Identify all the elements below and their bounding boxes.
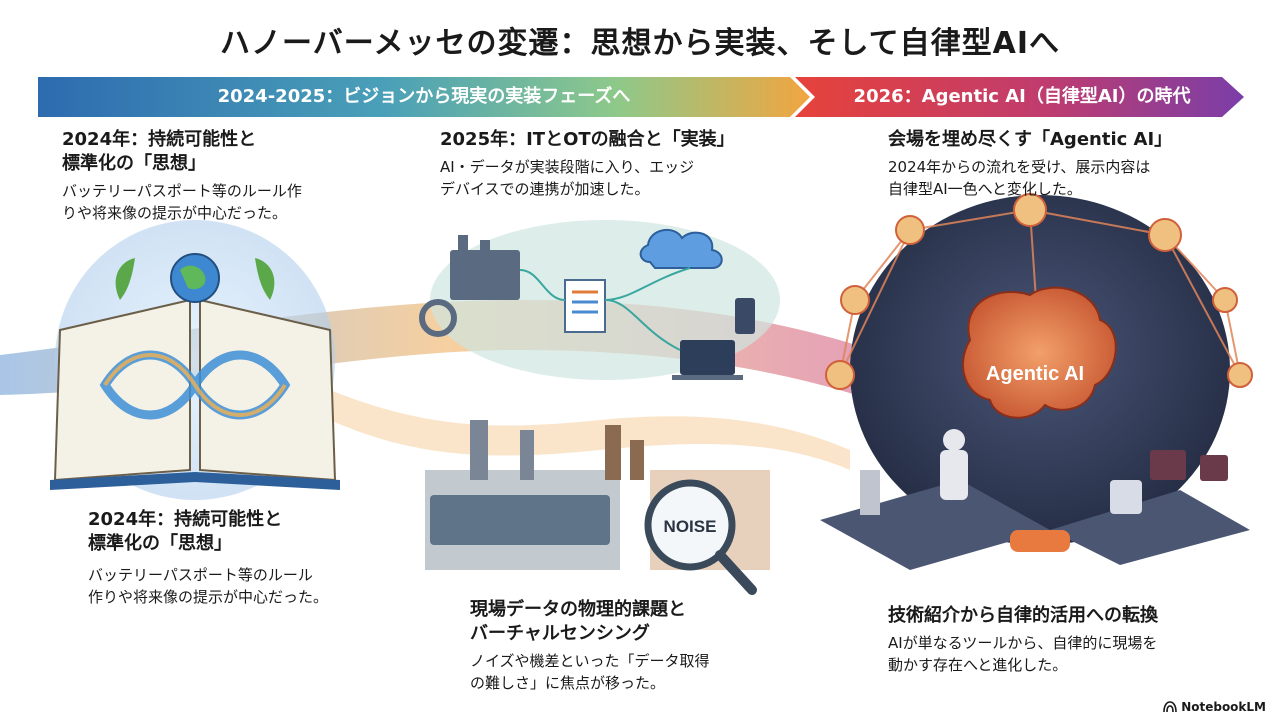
leaf-icon [255, 258, 275, 300]
section-body: 作りや将来像の提示が中心だった。 [88, 588, 329, 606]
section-heading: 2025年：ITとOTの融合と「実装」 [440, 129, 735, 150]
gear-icon [419, 299, 457, 337]
brain-label: Agentic AI [986, 363, 1084, 385]
section-body: AIが単なるツールから、自律的に現場を [888, 634, 1158, 652]
factory-noise-illustration [425, 420, 770, 595]
timeline-banner-graphics [38, 77, 1244, 117]
it-ot-illustration [419, 220, 780, 380]
section-2026-top: 会場を埋め尽くす「Agentic AI」 2024年からの流れを受け、展示内容は… [888, 128, 1228, 200]
section-body: の難しさ」に焦点が移った。 [470, 674, 666, 692]
section-body: バッテリーパスポート等のルール作 [62, 182, 302, 200]
flow-ribbon-lower [330, 390, 850, 470]
brain-icon [961, 286, 1117, 419]
banner-left-arrow [38, 77, 810, 117]
section-2025-bottom: 現場データの物理的課題と バーチャルセンシング ノイズや機差といった「データ取得… [470, 598, 790, 694]
section-body: バッテリーパスポート等のルール [88, 566, 313, 584]
agentic-ai-illustration [820, 193, 1253, 570]
cloud-icon [639, 229, 723, 269]
leaf-icon [115, 258, 135, 300]
footer-brand: NotebookLM [1163, 700, 1266, 714]
section-heading: 技術紹介から自律的活用への転換 [888, 605, 1158, 626]
section-heading: 2024年：持続可能性と [88, 509, 283, 530]
section-2024-top: 2024年：持続可能性と 標準化の「思想」 バッテリーパスポート等のルール作 り… [62, 128, 392, 224]
section-heading: 現場データの物理的課題と [470, 599, 686, 620]
section-2025-top: 2025年：ITとOTの融合と「実装」 AI・データが実装段階に入り、エッジ デ… [440, 128, 800, 200]
laptop-icon [680, 340, 735, 375]
section-heading: バーチャルセンシング [470, 623, 650, 644]
section-2024-bottom: 2024年：持続可能性と 標準化の「思想」 バッテリーパスポート等のルール 作り… [88, 508, 388, 608]
section-body: 動かす存在へと進化した。 [888, 656, 1068, 674]
robot-icon [940, 450, 968, 500]
page-title: ハノーバーメッセの変遷：思想から実装、そして自律型AIへ [220, 26, 1060, 61]
phone-icon [735, 298, 755, 334]
magnifier-icon [644, 479, 736, 571]
section-heading: 標準化の「思想」 [88, 533, 232, 554]
section-body: 2024年からの流れを受け、展示内容は [888, 158, 1151, 176]
section-body: デバイスでの連携が加速した。 [440, 180, 650, 198]
document-icon [564, 279, 606, 333]
section-heading: 会場を埋め尽くす「Agentic AI」 [888, 129, 1173, 150]
banner-right-arrow [795, 77, 1244, 117]
noise-label: NOISE [664, 517, 717, 536]
book-illustration [50, 220, 340, 500]
notebooklm-logo-icon [1163, 701, 1177, 713]
section-body: 自律型AI一色へと変化した。 [888, 180, 1082, 198]
section-body: ノイズや機差といった「データ取得 [470, 652, 710, 670]
section-heading: 標準化の「思想」 [62, 153, 206, 174]
section-heading: 2024年：持続可能性と [62, 129, 257, 150]
banner-left-label: 2024-2025：ビジョンから現実の実装フェーズへ [217, 86, 631, 107]
section-body: AI・データが実装段階に入り、エッジ [440, 158, 695, 176]
section-2026-bottom: 技術紹介から自律的活用への転換 AIが単なるツールから、自律的に現場を 動かす存… [888, 604, 1228, 676]
section-body: りや将来像の提示が中心だった。 [62, 204, 288, 222]
banner-right-label: 2026：Agentic AI（自律型AI）の時代 [853, 86, 1191, 107]
footer-label: NotebookLM [1181, 700, 1266, 714]
